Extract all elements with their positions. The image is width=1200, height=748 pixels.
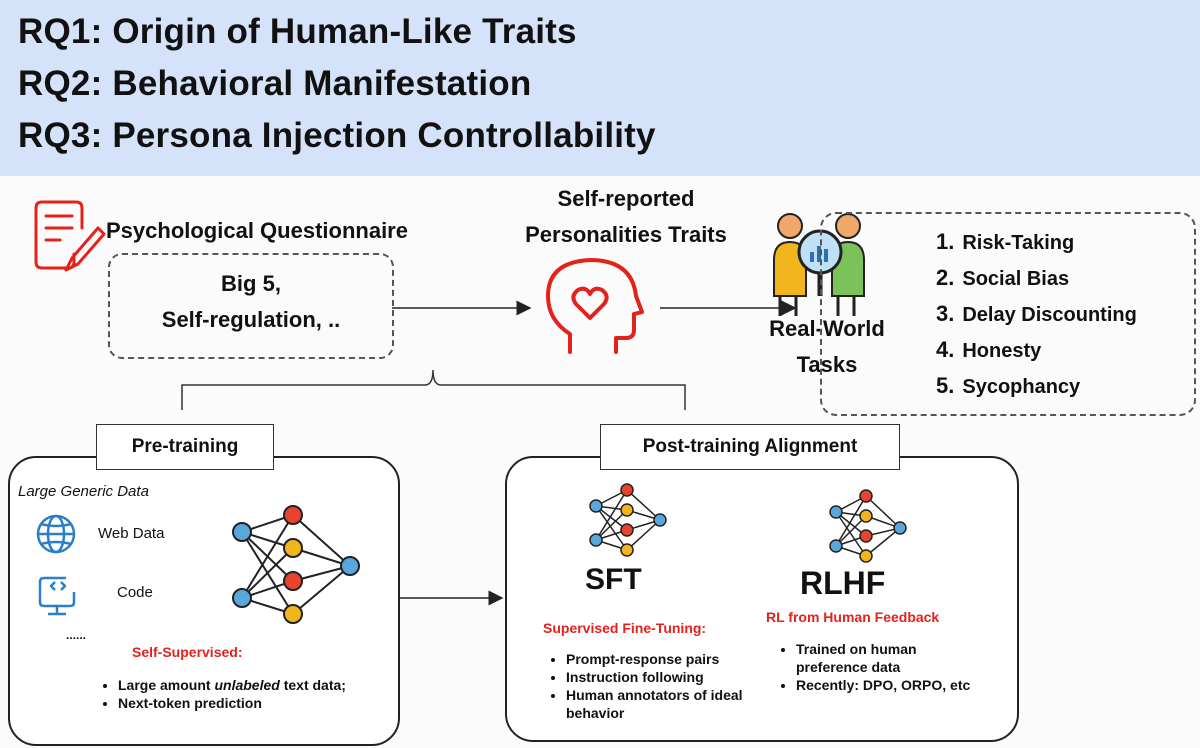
code-label: Code — [117, 584, 153, 601]
rq2-text: RQ2: Behavioral Manifestation — [18, 64, 532, 103]
pretraining-bullet: Large amount unlabeled text data; — [118, 676, 358, 694]
self-reported-label-1: Self-reported — [557, 186, 695, 211]
real-world-label-1: Real-World — [769, 316, 885, 341]
sft-title: SFT — [585, 563, 642, 596]
rlhf-bullets: Trained on human preference data Recentl… — [780, 640, 986, 694]
task-list: 1.Risk-Taking 2.Social Bias 3.Delay Disc… — [936, 224, 1137, 404]
large-generic-data-label: Large Generic Data — [18, 483, 149, 500]
posttraining-tab: Post-training Alignment — [600, 424, 900, 470]
self-reported-label-2: Personalities Traits — [525, 222, 727, 247]
questionnaire-box: Big 5, Self-regulation, .. — [108, 253, 394, 359]
questionnaire-item-selfreg: Self-regulation, .. — [161, 307, 341, 332]
rq1-text: RQ1: Origin of Human-Like Traits — [18, 12, 577, 51]
rlhf-title: RLHF — [800, 565, 886, 601]
rlhf-bullet: Trained on human preference data — [796, 640, 986, 676]
pretraining-tab: Pre-training — [96, 424, 274, 470]
sft-bullet: Human annotators of ideal behavior — [566, 686, 776, 722]
pretraining-bullet: Next-token prediction — [118, 694, 358, 712]
tasks-box: 1.Risk-Taking 2.Social Bias 3.Delay Disc… — [820, 212, 1196, 416]
questionnaire-item-big5: Big 5, — [221, 271, 281, 296]
training-bracket — [181, 369, 686, 410]
web-data-label: Web Data — [98, 525, 165, 542]
real-world-label-2: Tasks — [796, 352, 858, 377]
sft-bullet: Prompt-response pairs — [566, 650, 776, 668]
task-item: 1.Risk-Taking — [936, 229, 1075, 254]
research-questions-banner: RQ1: Origin of Human-Like Traits RQ2: Be… — [0, 0, 1200, 176]
task-item: 5.Sycophancy — [936, 373, 1081, 398]
questionnaire-title: Psychological Questionnaire — [106, 218, 408, 243]
sft-bullet: Instruction following — [566, 668, 776, 686]
task-item: 4.Honesty — [936, 337, 1042, 362]
more-data-ellipsis: ...... — [66, 628, 87, 642]
rlhf-bullet: Recently: DPO, ORPO, etc — [796, 676, 986, 694]
self-supervised-label: Self-Supervised: — [132, 644, 243, 660]
sft-subtitle: Supervised Fine-Tuning: — [543, 620, 707, 636]
task-item: 2.Social Bias — [936, 265, 1070, 290]
rq3-text: RQ3: Persona Injection Controllability — [18, 116, 656, 155]
pretraining-bullets: Large amount unlabeled text data; Next-t… — [102, 676, 358, 712]
sft-bullets: Prompt-response pairs Instruction follow… — [550, 650, 776, 722]
rlhf-subtitle: RL from Human Feedback — [766, 609, 940, 625]
task-item: 3.Delay Discounting — [936, 301, 1137, 326]
